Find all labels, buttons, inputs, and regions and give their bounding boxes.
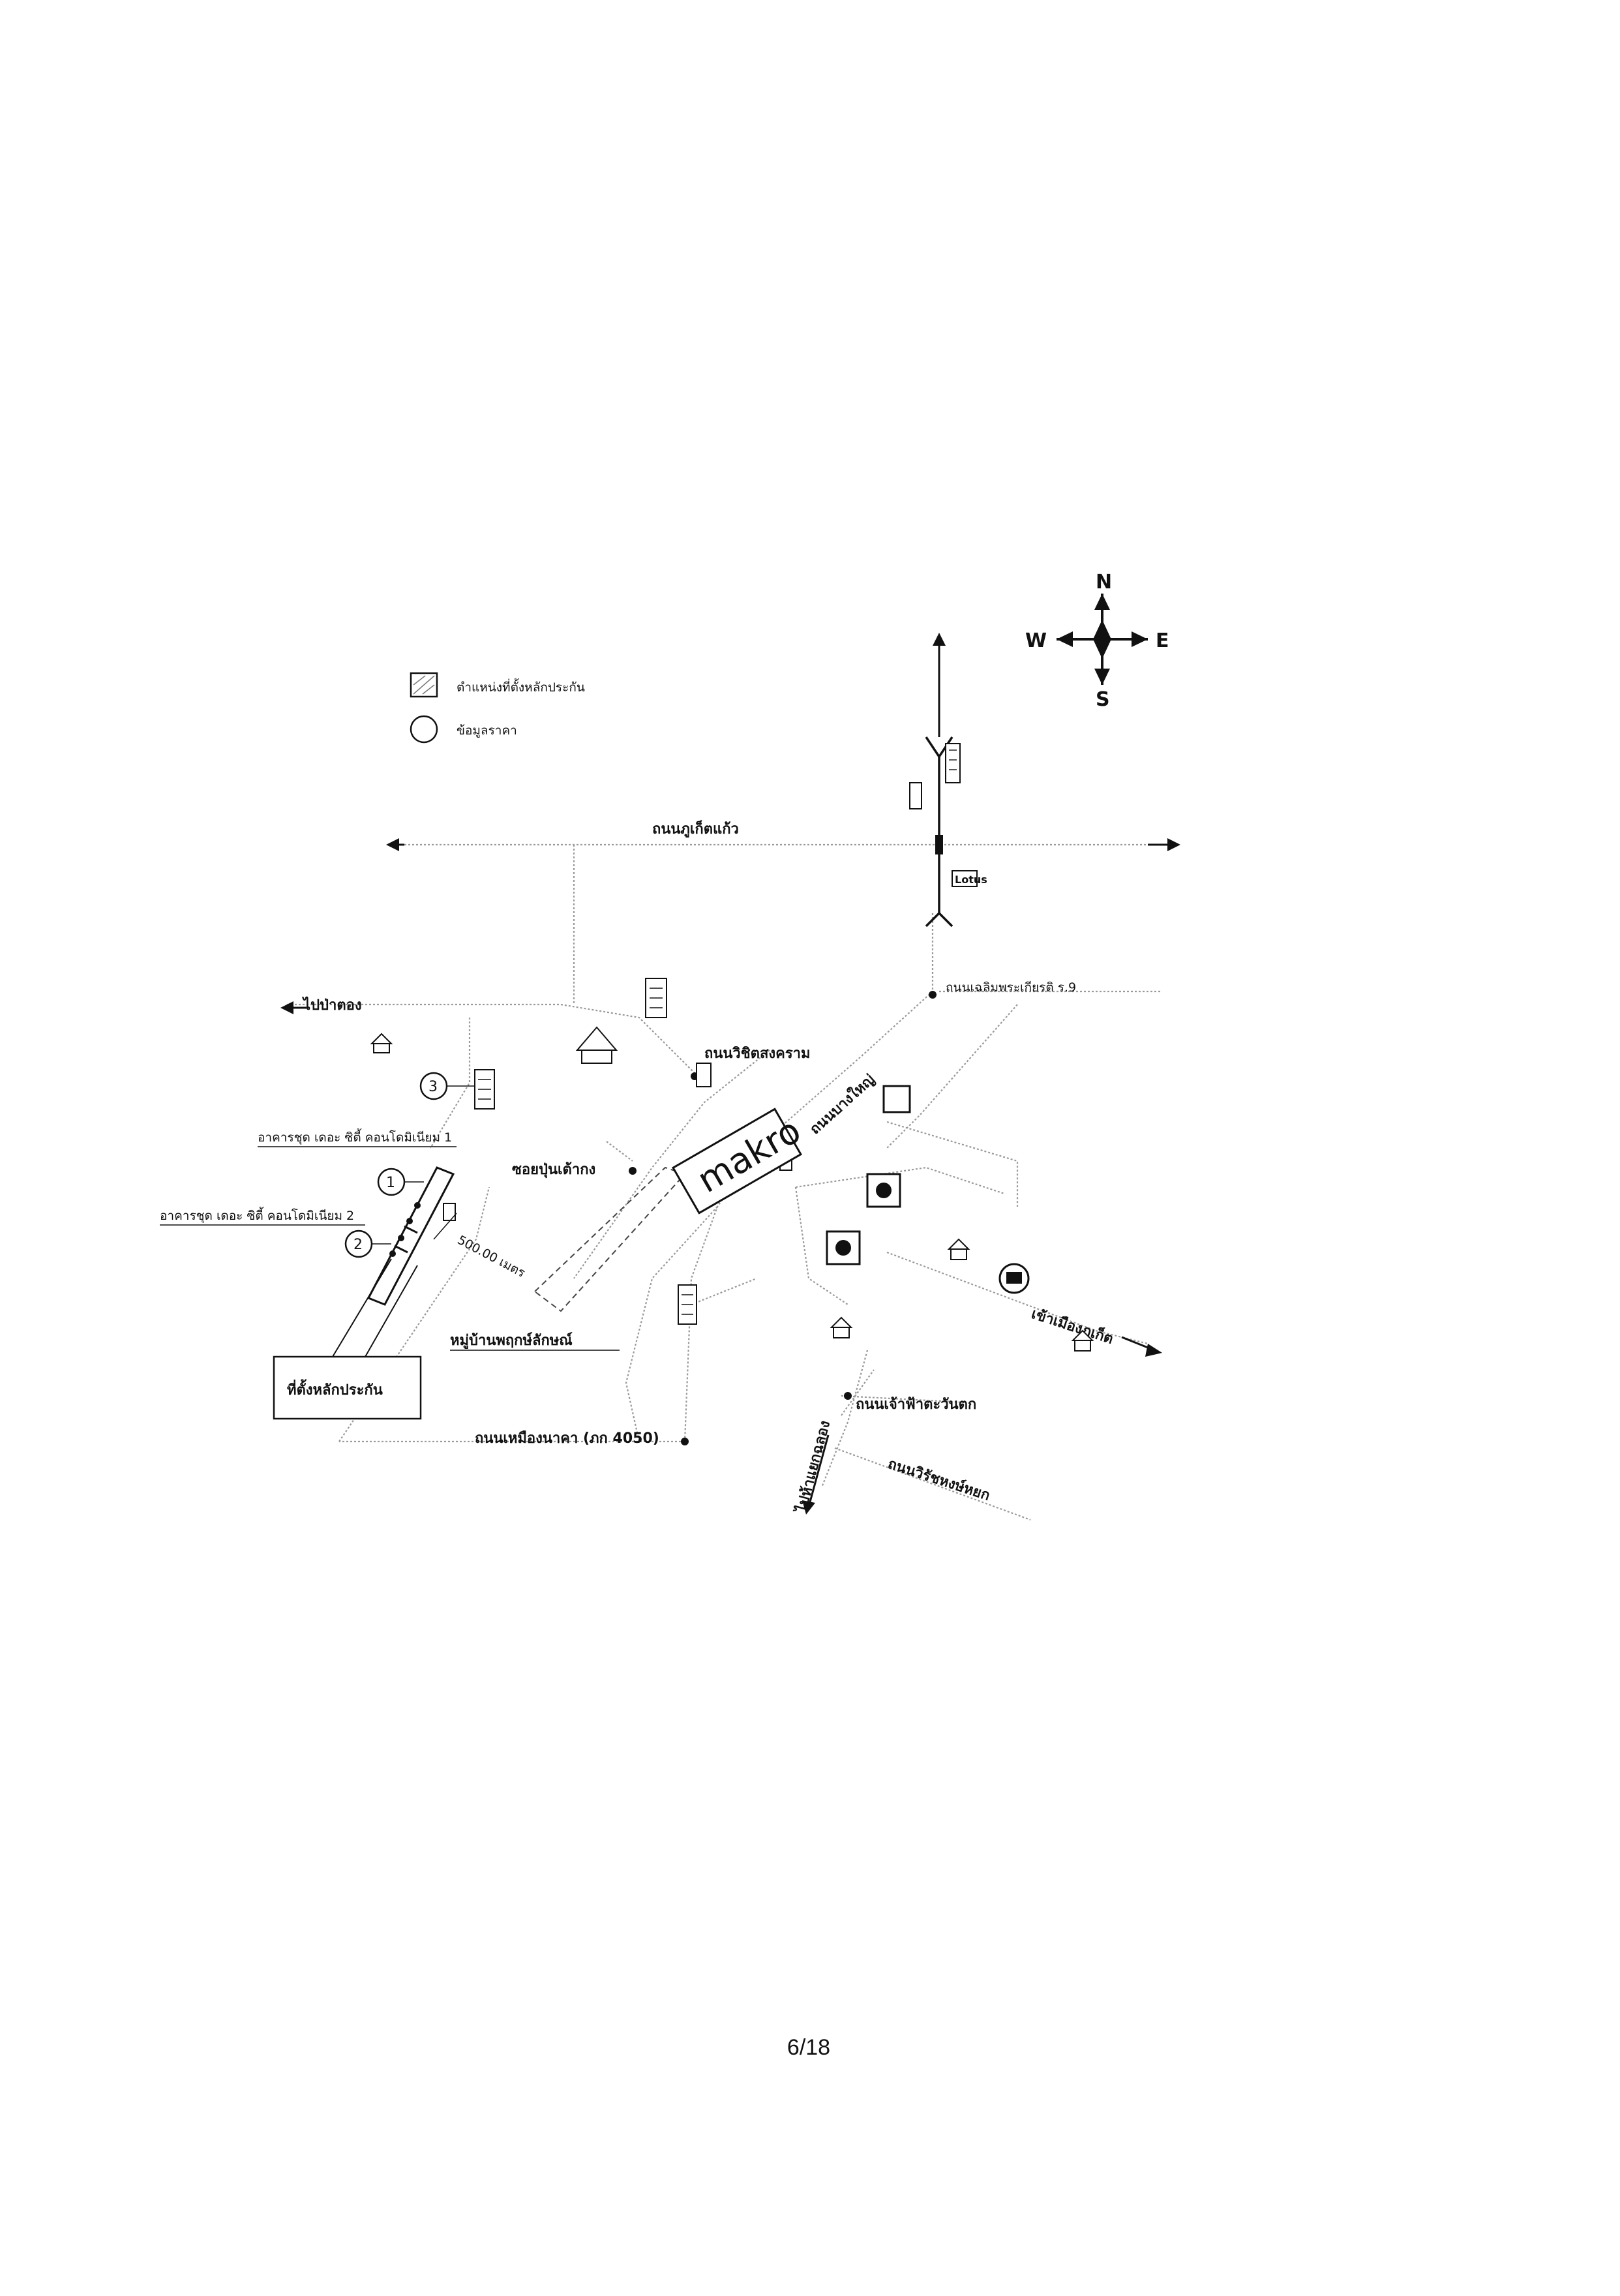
junction-chaloem: [929, 991, 937, 999]
road-chao-fa: ถนนเจ้าฟ้าตะวันตก: [856, 1397, 976, 1413]
road-phuket-kaeo: ถนนภูเก็ตแก้ว: [652, 819, 739, 838]
road-soi-pun-tao-kong: ซอยปุ่นเต้ากง: [512, 1162, 595, 1179]
collateral-box-label: ที่ตั้งหลักประกัน: [287, 1379, 383, 1398]
direction-to-mueang-phuket: เข้าเมืองภูเก็ต: [1029, 1304, 1116, 1348]
direction-to-patong: ไปป่าตอง: [302, 996, 362, 1014]
condo-2-label: อาคารชุด เดอะ ซิตี้ คอนโดมิเนียม 2: [160, 1207, 354, 1224]
makro-block: makro: [672, 1108, 807, 1215]
road-chaloem-phrakiat: ถนนเฉลิมพระเกียรติ ร.9: [946, 980, 1076, 995]
collateral-callout: ที่ตั้งหลักประกัน: [273, 1258, 422, 1420]
page-number: 6/18: [787, 2035, 831, 2060]
price-marker-2-label: 2: [353, 1237, 363, 1253]
compass-rose-icon: N S E W: [1025, 571, 1169, 711]
condo-1-label: อาคารชุด เดอะ ซิตี้ คอนโดมิเนียม 1: [258, 1128, 452, 1145]
road-wirat-hong-yok: ถนนวิรัชหงษ์หยก: [886, 1455, 992, 1504]
distance-label: 500.00 เมตร: [455, 1233, 528, 1280]
lotus-label: Lotus: [955, 873, 987, 886]
small-house-icon: [370, 1033, 1094, 1352]
route-highlight: [533, 1166, 686, 1312]
village-label: หมู่บ้านพฤกษ์ลักษณ์: [450, 1332, 573, 1350]
direction-arrow-icon: [280, 633, 1180, 1515]
compass-east-label: E: [1156, 629, 1169, 652]
direction-to-chalong: ไปห้าแยกฉลอง: [792, 1419, 833, 1516]
price-marker-3-label: 3: [428, 1079, 438, 1095]
road-bang-yai: ถนนบางใหญ่: [806, 1070, 878, 1138]
legend-collateral-label: ตำแหน่งที่ตั้งหลักประกัน: [457, 678, 585, 695]
school-icon: [826, 1085, 911, 1265]
legend-price-swatch: [410, 715, 438, 744]
circle-logo-icon: [998, 1263, 1030, 1294]
road-wichit-songkhram: ถนนวิชิตสงคราม: [704, 1046, 811, 1062]
compass-south-label: S: [1096, 688, 1110, 711]
compass-north-label: N: [1096, 571, 1112, 594]
road-mueang-nakha: ถนนเหมืองนาคา (ภก 4050): [475, 1430, 659, 1447]
main-road: [925, 736, 953, 928]
collateral-strip: [367, 1166, 456, 1306]
legend-price-label: ข้อมูลราคา: [457, 723, 517, 738]
junction-chao-fa: [844, 1392, 852, 1400]
junction-mueang-nakha: [681, 1438, 689, 1445]
map-legend: ตำแหน่งที่ตั้งหลักประกัน ข้อมูลราคา: [410, 672, 585, 744]
junction-soi: [629, 1167, 637, 1175]
compass-west-label: W: [1025, 629, 1047, 652]
collateral-box: [273, 1355, 422, 1420]
price-markers: 1 2 3: [344, 1072, 475, 1258]
building-icon: [474, 743, 978, 1325]
price-marker-1-label: 1: [386, 1175, 395, 1191]
temple-icon: [575, 1026, 618, 1064]
